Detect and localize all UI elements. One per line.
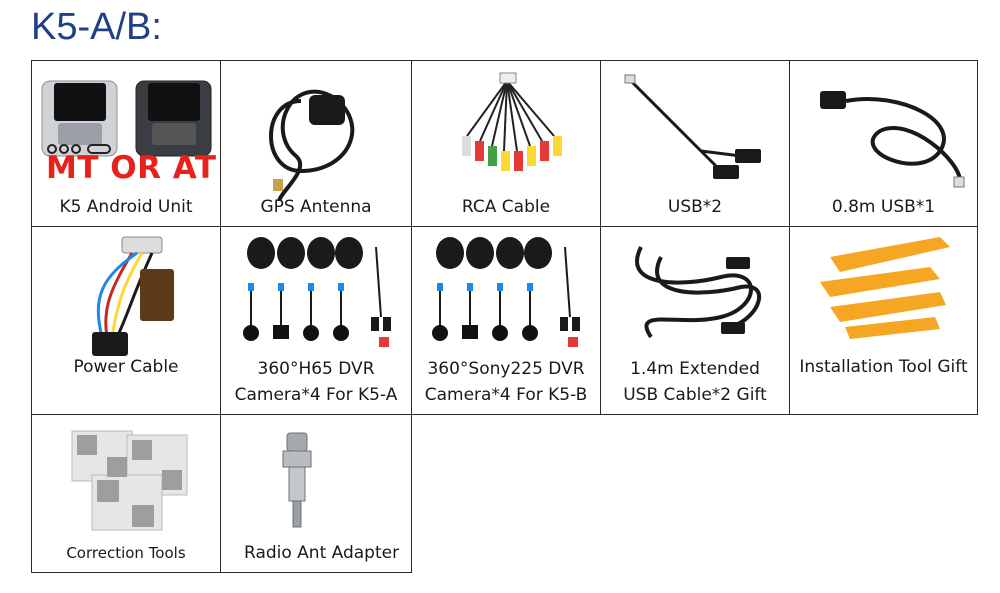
camera-kit-image: [432, 237, 580, 347]
item-rca-cable: RCA Cable: [411, 60, 601, 227]
item-power-cable: Power Cable: [31, 226, 221, 415]
antenna-adapter-image: [282, 432, 312, 528]
page-title: K5-A/B:: [31, 6, 162, 48]
calibration-cloth-image: [71, 430, 188, 531]
item-extended-usb: 1.4m Extended USB Cable*2 Gift: [600, 226, 790, 415]
item-label: 360°Sony225 DVR Camera*4 For K5-B: [424, 359, 588, 405]
item-label: 1.4m Extended USB Cable*2 Gift: [623, 359, 767, 405]
item-label: Correction Tools: [66, 544, 186, 562]
item-label: Radio Ant Adapter: [244, 543, 400, 563]
item-android-unit: MT OR AT K5 Android Unit: [31, 60, 221, 227]
power-cable-image: [92, 236, 174, 356]
item-gps-antenna: GPS Antenna: [220, 60, 412, 227]
item-usb-2: USB*2: [600, 60, 790, 227]
item-installation-tool: Installation Tool Gift: [789, 226, 978, 415]
gps-antenna-image: [269, 89, 355, 201]
usb-cable-image: [820, 91, 965, 188]
item-label: Power Cable: [73, 357, 179, 377]
item-label: USB*2: [667, 197, 723, 217]
usb-cable-image: [635, 246, 762, 339]
camera-kit-image: [243, 237, 391, 347]
item-dvr-camera-sony225: 360°Sony225 DVR Camera*4 For K5-B: [411, 226, 601, 415]
item-label: Installation Tool Gift: [799, 357, 968, 377]
item-usb-0-8m: 0.8m USB*1: [789, 60, 978, 227]
item-label: RCA Cable: [461, 197, 551, 217]
transmission-badge: MT OR AT: [46, 150, 217, 186]
item-label: K5 Android Unit: [59, 197, 193, 217]
item-label: 360°H65 DVR Camera*4 For K5-A: [234, 359, 398, 405]
item-correction-tools: Correction Tools: [31, 414, 221, 573]
item-radio-ant-adapter: Radio Ant Adapter: [220, 414, 412, 573]
usb-cable-image: [624, 74, 761, 179]
item-label: GPS Antenna: [260, 197, 372, 217]
pry-tool-image: [820, 237, 950, 339]
item-dvr-camera-h65: 360°H65 DVR Camera*4 For K5-A: [220, 226, 412, 415]
android-unit-image: [41, 80, 212, 157]
item-label: 0.8m USB*1: [831, 197, 936, 217]
rca-cable-image: [462, 72, 562, 171]
